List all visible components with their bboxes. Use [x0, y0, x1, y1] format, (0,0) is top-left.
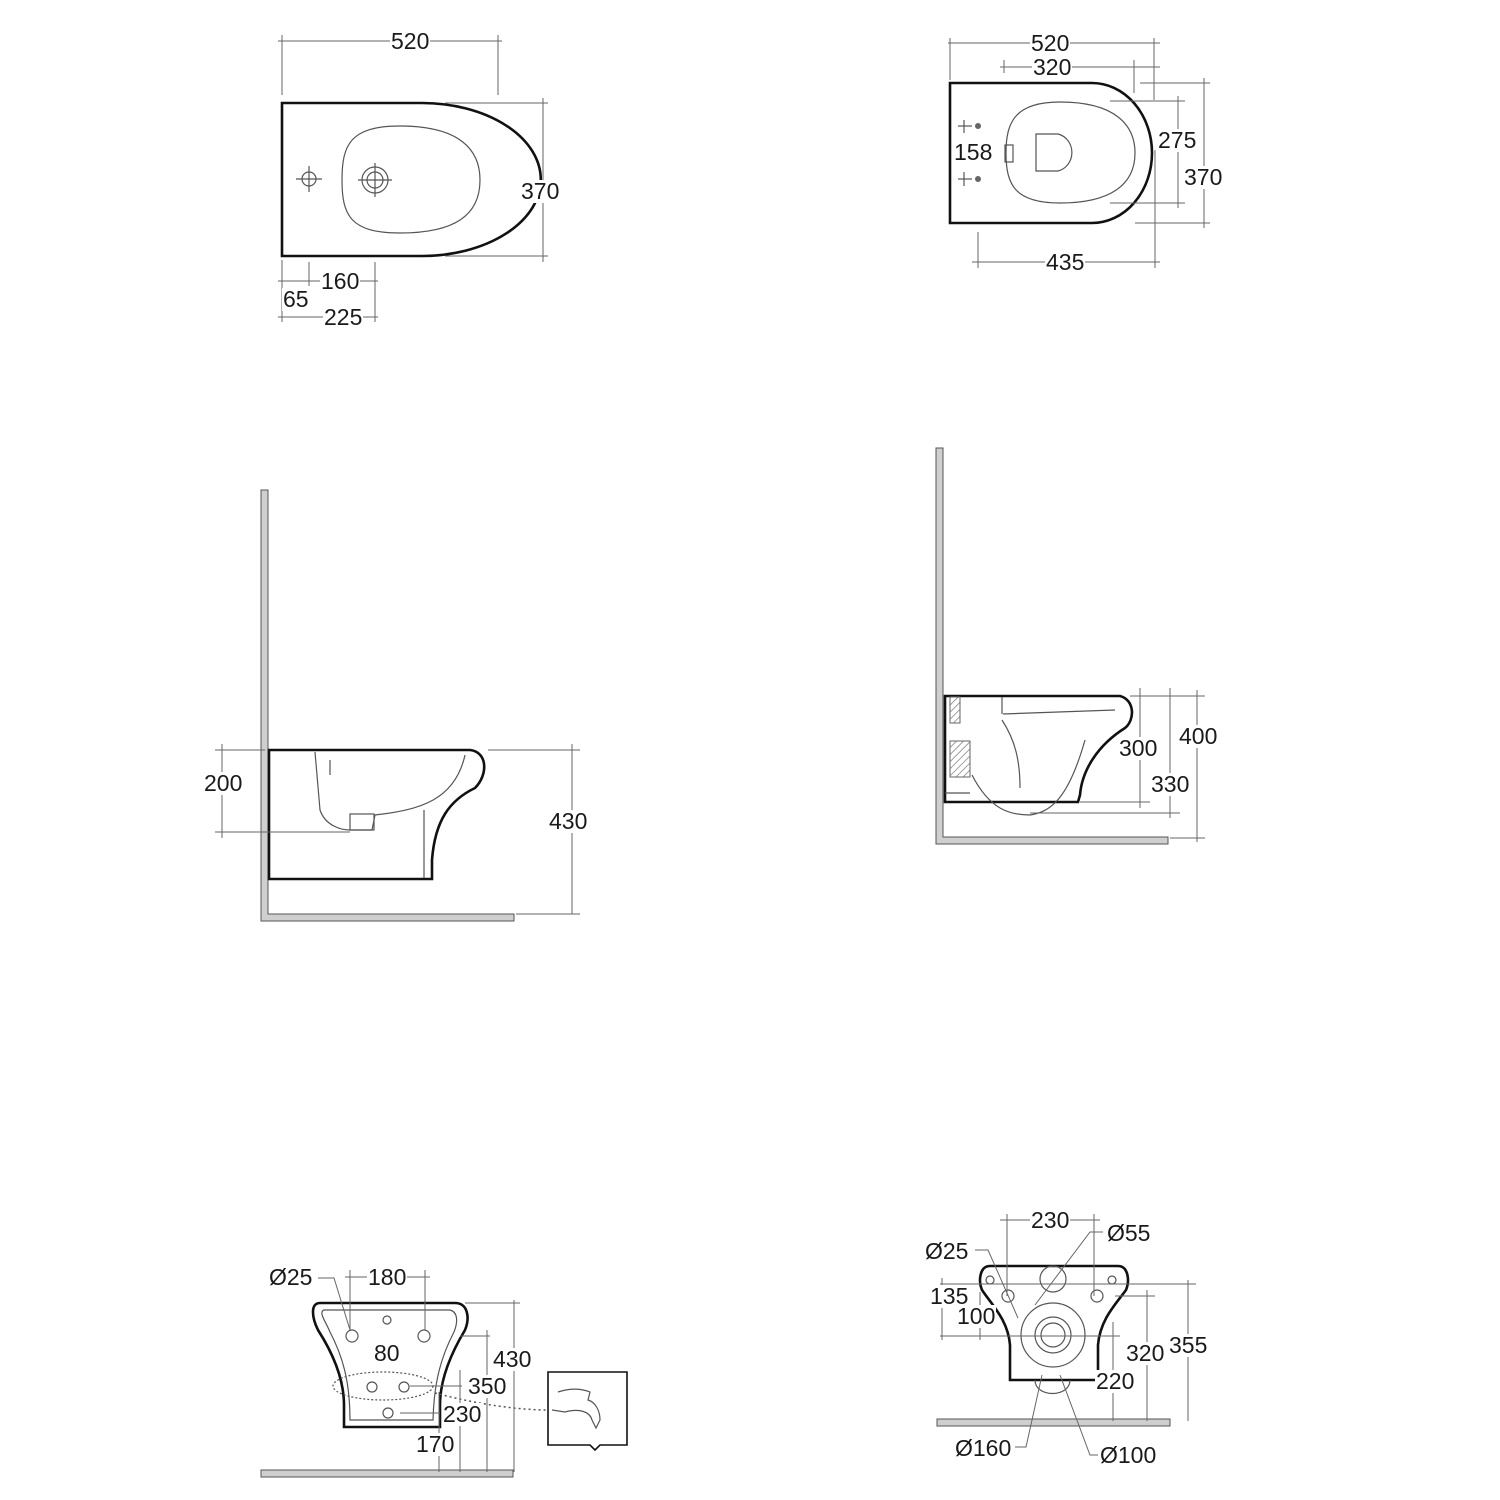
dim-wc-outlet-height: 300	[1118, 735, 1159, 761]
dim-bidet-fixing-height: 350	[467, 1373, 508, 1399]
wall-floor	[935, 447, 1169, 845]
wc-bowl	[1005, 101, 1136, 204]
dim-wc-outlet-outer: Ø160	[954, 1435, 1013, 1461]
bidet-bowl	[341, 125, 481, 234]
dim-wc-height: 400	[1178, 723, 1219, 749]
dim-wc-rear-outlet-height: 320	[1125, 1340, 1166, 1366]
bidet-top-view	[278, 35, 548, 322]
floor	[936, 1418, 1171, 1427]
bidet-side-view	[215, 489, 580, 922]
wc-side-view	[935, 447, 1205, 845]
dim-wc-rear-fixing-centres: 230	[1030, 1207, 1071, 1233]
dim-bidet-rear-height: 430	[492, 1346, 533, 1372]
dim-wc-inlet-height: 355	[1168, 1332, 1209, 1358]
dim-wc-width: 370	[1183, 164, 1224, 190]
dim-bidet-supply-spacing: 80	[373, 1340, 401, 1366]
wc-profile	[943, 694, 1134, 804]
dim-wc-inlet-diameter: Ø55	[1106, 1220, 1152, 1246]
wc-outline	[948, 81, 1154, 225]
dim-bidet-waste-from-wall: 225	[323, 304, 364, 330]
dim-wc-outlet-inner: Ø100	[1099, 1442, 1158, 1468]
dim-wc-offset-100: 100	[956, 1303, 997, 1329]
wall-floor	[260, 489, 515, 922]
tap-box	[547, 1371, 628, 1452]
wc-top-view	[948, 38, 1210, 268]
wc-rear-view	[936, 1214, 1196, 1456]
dim-wc-seat-length: 435	[1045, 249, 1086, 275]
dim-wc-bowl-width: 275	[1157, 127, 1198, 153]
dim-bidet-fixing-hole: Ø25	[268, 1264, 314, 1290]
dim-bidet-fixing-centres: 180	[367, 1264, 408, 1290]
dim-bidet-height: 430	[548, 808, 589, 834]
dim-wc-fixing-centres: 158	[953, 139, 994, 165]
bidet-rear-outline	[311, 1301, 469, 1429]
bidet-rear-view	[260, 1270, 628, 1478]
dim-wc-outlet-centre: 220	[1095, 1368, 1136, 1394]
dim-bidet-bowl-depth: 200	[203, 770, 244, 796]
dim-bidet-width: 370	[520, 178, 561, 204]
dim-wc-bowl-length: 320	[1032, 54, 1073, 80]
dim-bidet-waste-height: 170	[415, 1431, 456, 1457]
dim-wc-length: 520	[1030, 30, 1071, 56]
dim-bidet-length: 520	[390, 28, 431, 54]
dim-bidet-waste-offset: 160	[320, 268, 361, 294]
bidet-profile	[267, 748, 486, 881]
dim-bidet-supply-height: 230	[442, 1401, 483, 1427]
dim-wc-outlet-height-2: 330	[1150, 771, 1191, 797]
floor	[260, 1469, 514, 1478]
dim-bidet-tap-offset: 65	[282, 286, 310, 312]
dim-wc-fixing-hole: Ø25	[924, 1238, 970, 1264]
dim-wc-offset-135: 135	[929, 1283, 970, 1309]
